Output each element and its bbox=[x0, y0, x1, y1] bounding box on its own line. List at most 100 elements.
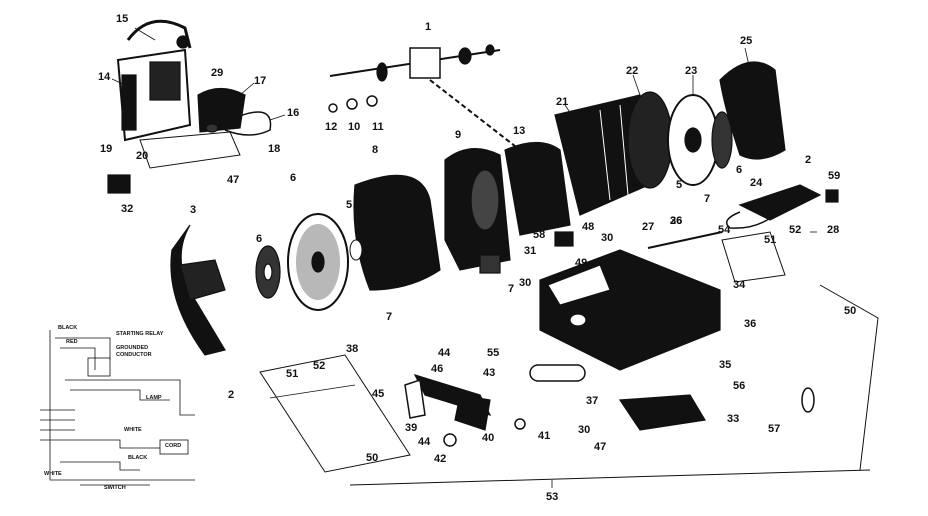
parts-bag-line bbox=[349, 469, 871, 486]
callout-17: 17 bbox=[254, 75, 267, 87]
callout-10: 10 bbox=[348, 121, 361, 133]
lamp-shade bbox=[197, 87, 272, 136]
callout-34: 34 bbox=[733, 279, 746, 291]
callout-3: 3 bbox=[190, 204, 197, 216]
tool-rest bbox=[404, 374, 526, 447]
callout-6-right: 6 bbox=[736, 164, 743, 176]
callout-47-bottom: 47 bbox=[594, 441, 607, 453]
callout-32: 32 bbox=[121, 203, 134, 215]
callout-52-right: 52 bbox=[789, 224, 802, 236]
callout-13: 13 bbox=[513, 125, 526, 137]
callout-8: 8 bbox=[372, 144, 379, 156]
callout-35: 35 bbox=[719, 359, 732, 371]
callout-26: 26 bbox=[670, 215, 683, 227]
callout-6-wheel: 6 bbox=[290, 172, 297, 184]
callout-9: 9 bbox=[455, 129, 462, 141]
wire-label-black-top: BLACK bbox=[58, 325, 78, 331]
callout-46: 46 bbox=[431, 363, 444, 375]
callout-36-rod: 36 bbox=[670, 215, 683, 227]
callout-42: 42 bbox=[434, 453, 447, 465]
rod bbox=[647, 231, 723, 249]
callout-6-flange: 6 bbox=[256, 233, 263, 245]
callout-53: 53 bbox=[546, 491, 559, 503]
callout-12: 12 bbox=[325, 121, 338, 133]
callout-30-a: 30 bbox=[601, 232, 614, 244]
callout-5-left: 5 bbox=[346, 199, 353, 211]
lamp-base-plate bbox=[139, 131, 241, 169]
callout-21: 21 bbox=[556, 96, 569, 108]
callout-11: 11 bbox=[372, 121, 384, 133]
switch-box bbox=[554, 231, 574, 247]
callout-50-right: 50 bbox=[844, 305, 857, 317]
callout-29: 29 bbox=[211, 67, 224, 79]
callout-30-b: 30 bbox=[519, 277, 532, 289]
callout-44-top: 44 bbox=[438, 347, 451, 359]
callout-33: 33 bbox=[727, 413, 740, 425]
wire-label-red: RED bbox=[66, 339, 78, 345]
callout-7-a: 7 bbox=[386, 311, 393, 323]
wheel-guard bbox=[170, 224, 226, 356]
callout-5-right: 5 bbox=[676, 179, 683, 191]
callout-44-bottom: 44 bbox=[418, 436, 431, 448]
callout-36-right: 36 bbox=[744, 318, 757, 330]
callout-20: 20 bbox=[136, 150, 149, 162]
instruction-sheet bbox=[259, 354, 411, 473]
power-cord bbox=[725, 184, 839, 229]
callout-25: 25 bbox=[740, 35, 753, 47]
right-flange bbox=[711, 111, 733, 169]
callout-22: 22 bbox=[626, 65, 639, 77]
callout-19: 19 bbox=[100, 143, 113, 155]
callout-58: 58 bbox=[533, 229, 546, 241]
callout-7-c: 7 bbox=[508, 283, 515, 295]
wire-label-white: WHITE bbox=[124, 427, 142, 433]
switch-part bbox=[107, 174, 131, 194]
wheel-cover bbox=[353, 174, 441, 291]
callout-38: 38 bbox=[346, 343, 359, 355]
callout-55: 55 bbox=[487, 347, 500, 359]
callout-39: 39 bbox=[405, 422, 418, 434]
callout-31: 31 bbox=[524, 245, 537, 257]
motor-body bbox=[554, 91, 673, 216]
callout-49: 49 bbox=[575, 257, 588, 269]
wire-label-black-bottom: BLACK bbox=[128, 455, 148, 461]
callout-14: 14 bbox=[98, 71, 111, 83]
callout-50-sheet: 50 bbox=[366, 452, 379, 464]
callout-37: 37 bbox=[586, 395, 599, 407]
callout-40: 40 bbox=[482, 432, 495, 444]
callout-57: 57 bbox=[768, 423, 781, 435]
callout-2-left: 2 bbox=[228, 389, 235, 401]
grinder-base bbox=[529, 249, 721, 382]
callout-48: 48 bbox=[582, 221, 595, 233]
wire-label-lamp: LAMP bbox=[146, 395, 162, 401]
rubber-pad bbox=[618, 394, 706, 431]
callout-51-right: 51 bbox=[764, 234, 777, 246]
callout-15: 15 bbox=[116, 13, 129, 25]
wire-label-cord: CORD bbox=[165, 443, 182, 449]
callout-24: 24 bbox=[750, 177, 763, 189]
callout-47-top: 47 bbox=[227, 174, 240, 186]
label-plate bbox=[721, 231, 786, 283]
callout-54: 54 bbox=[718, 224, 731, 236]
wire-label-conductor: CONDUCTOR bbox=[116, 352, 152, 358]
callout-52-sheet: 52 bbox=[313, 360, 326, 372]
motor-shaft bbox=[329, 44, 521, 151]
callout-30-c: 30 bbox=[578, 424, 591, 436]
wire-label-grounded: GROUNDED bbox=[116, 345, 149, 351]
callout-28: 28 bbox=[827, 224, 840, 236]
callout-51-sheet: 51 bbox=[286, 368, 299, 380]
knob bbox=[801, 387, 815, 413]
callout-16: 16 bbox=[287, 107, 300, 119]
callout-45: 45 bbox=[372, 388, 385, 400]
callout-27: 27 bbox=[642, 221, 655, 233]
callout-56: 56 bbox=[733, 380, 746, 392]
callout-59: 59 bbox=[828, 170, 841, 182]
motor-housing bbox=[444, 141, 571, 274]
wiring-diagram bbox=[40, 330, 195, 486]
lamp-housing bbox=[116, 19, 192, 142]
wire-label-white-bottom: WHITE bbox=[44, 471, 62, 477]
callout-7-b: 7 bbox=[704, 193, 711, 205]
callout-2-cord: 2 bbox=[805, 154, 812, 166]
callout-43: 43 bbox=[483, 367, 496, 379]
